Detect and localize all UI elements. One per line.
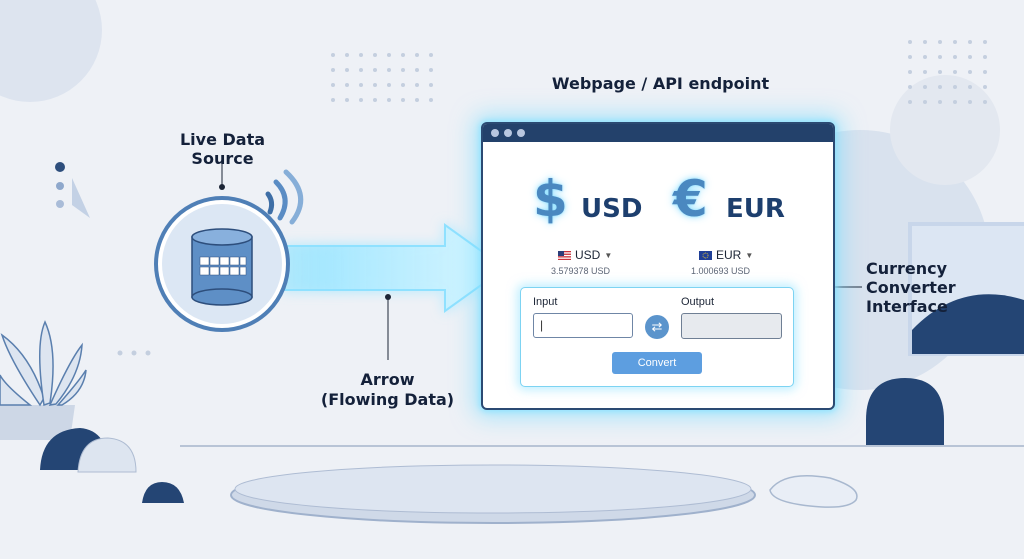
- input-field[interactable]: |: [533, 313, 633, 338]
- input-cursor: |: [540, 318, 544, 332]
- to-currency-select[interactable]: EUR ▼: [699, 248, 753, 262]
- wifi-signal-icon: [265, 169, 304, 225]
- to-select-label: EUR: [716, 248, 742, 262]
- from-select-label: USD: [575, 248, 601, 262]
- window-dot-icon[interactable]: [491, 129, 499, 137]
- from-currency-code: USD: [581, 194, 643, 224]
- browser-window: $ USD € EUR USD ▼ 3.579378 USD EUR ▼ 1.0…: [481, 122, 835, 410]
- to-currency-code: EUR: [726, 194, 785, 224]
- converter-label-line3: Interface: [866, 297, 948, 316]
- convert-button[interactable]: Convert: [612, 352, 702, 374]
- database-icon: [191, 228, 253, 306]
- to-rate: 1.000693 USD: [691, 266, 751, 276]
- webpage-api-label: Webpage / API endpoint: [551, 74, 770, 93]
- converter-label-line1: Currency: [866, 259, 948, 278]
- converter-label: Currency Converter Interface: [866, 259, 956, 316]
- eu-flag-icon: [699, 250, 712, 260]
- euro-icon: €: [673, 170, 708, 228]
- database-node: [154, 196, 290, 332]
- dollar-icon: $: [533, 170, 568, 228]
- window-titlebar: [483, 124, 833, 142]
- caret-down-icon: ▼: [745, 250, 754, 260]
- arrow-label-line2: (Flowing Data): [320, 390, 455, 409]
- converter-panel: Input | ⇄ Output Convert: [520, 287, 794, 387]
- window-dot-icon[interactable]: [517, 129, 525, 137]
- converter-label-line2: Converter: [866, 278, 956, 297]
- from-rate: 3.579378 USD: [551, 266, 611, 276]
- swap-arrows-icon[interactable]: ⇄: [645, 315, 669, 339]
- window-dot-icon[interactable]: [504, 129, 512, 137]
- arrow-label-line1: Arrow: [360, 370, 415, 389]
- us-flag-icon: [558, 250, 571, 260]
- input-label: Input: [533, 296, 558, 308]
- caret-down-icon: ▼: [604, 250, 613, 260]
- output-label: Output: [681, 296, 715, 308]
- live-data-source-label: Live Data Source: [179, 130, 266, 168]
- output-field[interactable]: [681, 313, 782, 339]
- arrow-label: Arrow (Flowing Data): [320, 370, 455, 410]
- from-currency-select[interactable]: USD ▼: [558, 248, 612, 262]
